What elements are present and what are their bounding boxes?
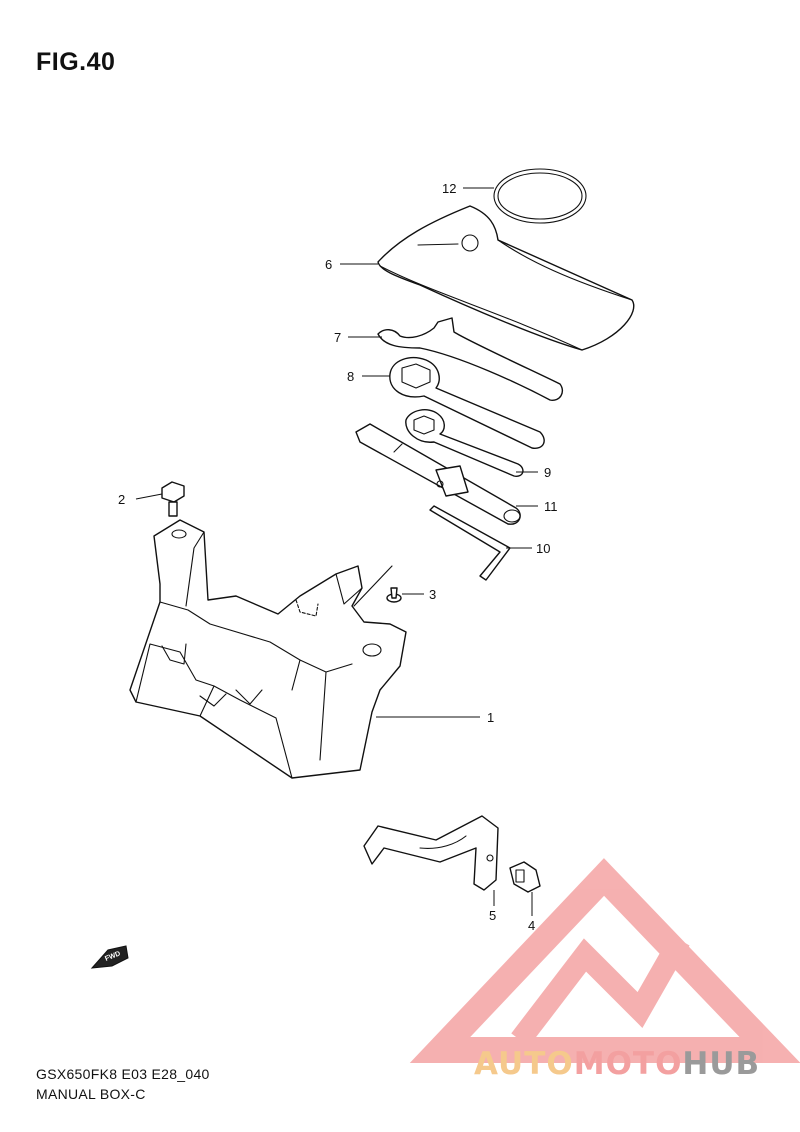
part-9-box-wrench[interactable] (405, 409, 524, 477)
part-10-hex-key[interactable] (429, 505, 511, 581)
part-11-plug-wrench[interactable] (355, 423, 521, 525)
part-7-spanner[interactable] (377, 317, 564, 401)
watermark-wordmark: AUTOMOTOHUB (474, 1046, 760, 1082)
callout-1: 1 (487, 710, 494, 725)
callout-10: 10 (536, 541, 550, 556)
part-6-tool-bag[interactable] (377, 205, 635, 351)
callout-2: 2 (118, 492, 125, 507)
watermark-auto: AUTO (474, 1046, 574, 1082)
part-5-bracket[interactable] (363, 815, 499, 891)
callout-12: 12 (442, 181, 456, 196)
fwd-arrow-icon: FWD (90, 945, 129, 969)
callout-6: 6 (325, 257, 332, 272)
callout-7: 7 (334, 330, 341, 345)
watermark-hub: HUB (682, 1046, 761, 1082)
leader-lines (135, 187, 538, 916)
diagram-name: MANUAL BOX-C (36, 1086, 146, 1102)
part-2-bolt[interactable] (161, 481, 185, 517)
callout-4: 4 (528, 918, 535, 933)
part-4-bolt[interactable] (509, 861, 541, 893)
callout-9: 9 (544, 465, 551, 480)
part-3-screw[interactable] (386, 587, 402, 603)
figure-title: FIG.40 (36, 48, 116, 76)
callout-5: 5 (489, 908, 496, 923)
callout-labels: 12 6 7 8 9 11 10 2 3 1 5 4 (118, 181, 558, 933)
part-1-manual-box[interactable] (129, 519, 407, 779)
callout-3: 3 (429, 587, 436, 602)
part-8-box-wrench[interactable] (389, 356, 545, 449)
part-12-o-ring[interactable] (493, 168, 587, 224)
diagram-code: GSX650FK8 E03 E28_040 (36, 1066, 210, 1082)
callout-8: 8 (347, 369, 354, 384)
callout-11: 11 (544, 499, 558, 514)
watermark-moto: MOTO (573, 1046, 683, 1082)
watermark-logo (409, 858, 800, 1063)
